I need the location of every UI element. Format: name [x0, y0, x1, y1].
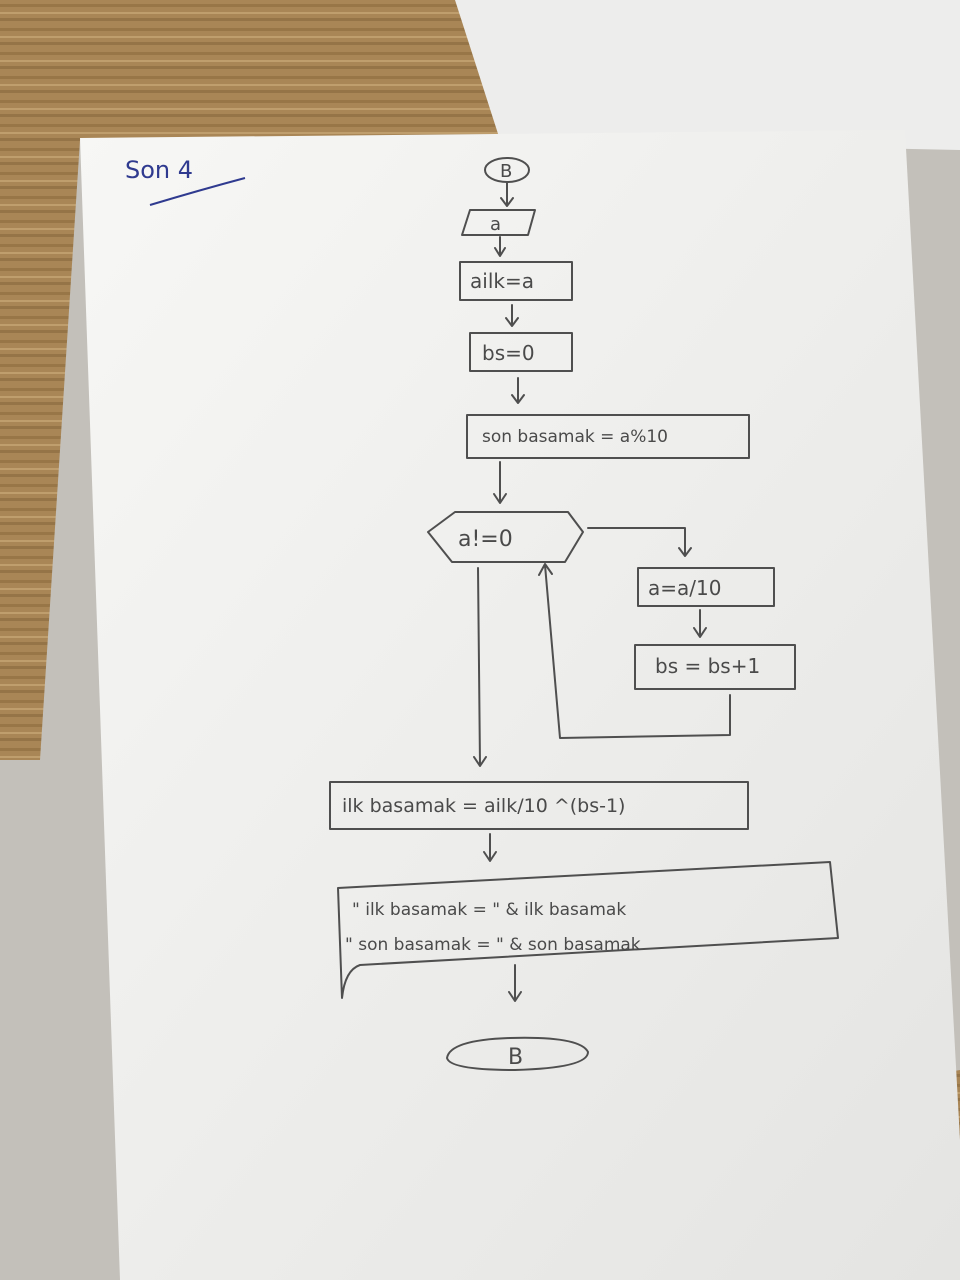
decision-hexagon: a!=0 [427, 511, 584, 563]
output-line2-label: " son basamak = " & son basamak [345, 935, 641, 955]
arrow [500, 181, 514, 207]
page-title: Son 4 [125, 156, 193, 184]
arrow [511, 377, 525, 404]
process-increment-label: bs = bs+1 [655, 654, 760, 678]
arrow [493, 461, 507, 504]
process-box-increment: bs = bs+1 [634, 644, 796, 690]
arrow [483, 833, 497, 862]
process-divide-label: a=a/10 [648, 576, 721, 600]
end-label: B [508, 1045, 523, 1070]
process-ilk-basamak-label: ilk basamak = ailk/10 ^(bs-1) [342, 795, 625, 817]
start-label: B [500, 161, 512, 182]
process-ailk-label: ailk=a [470, 269, 534, 293]
input-label: a [490, 214, 501, 235]
process-box-son-basamak: son basamak = a%10 [466, 414, 750, 459]
arrow [473, 567, 487, 767]
end-terminal: B [446, 1036, 589, 1071]
output-line1-label: " ilk basamak = " & ilk basamak [352, 900, 626, 920]
input-parallelogram: a [461, 209, 536, 236]
process-son-basamak-label: son basamak = a%10 [482, 427, 668, 447]
output-document-shape: " ilk basamak = " & ilk basamak " son ba… [337, 861, 839, 999]
arrow [505, 304, 519, 327]
arrow [508, 964, 522, 1002]
title-underline [149, 177, 246, 206]
process-box-divide: a=a/10 [637, 567, 775, 607]
process-bs-label: bs=0 [482, 341, 535, 365]
arrow [587, 527, 692, 557]
paper-sheet [80, 130, 960, 1280]
decision-label: a!=0 [458, 527, 513, 552]
arrow [693, 609, 707, 638]
arrow [494, 236, 506, 257]
process-box-ailk: ailk=a [459, 261, 573, 301]
loop-back-arrow [538, 563, 731, 739]
process-box-ilk-basamak: ilk basamak = ailk/10 ^(bs-1) [329, 781, 749, 830]
process-box-bs: bs=0 [469, 332, 573, 372]
